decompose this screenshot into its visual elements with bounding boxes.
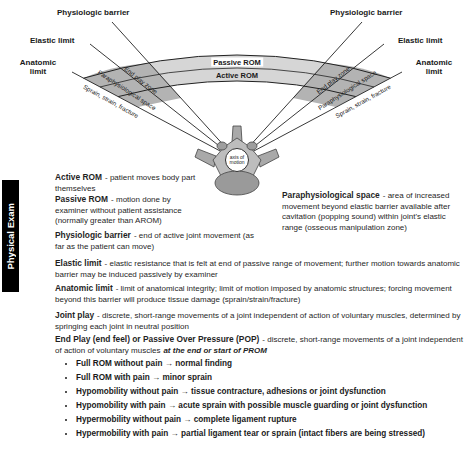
- articular-process: [247, 142, 257, 150]
- finding-list: Full ROM without pain → normal findingFu…: [62, 357, 427, 441]
- term-label: Joint play: [55, 310, 94, 320]
- node-text: axis of motion: [227, 155, 247, 166]
- limit-label: Elastic limit: [30, 36, 74, 45]
- transverse-process: [195, 149, 216, 167]
- finding-item: Hypomobility without pain → tissue contr…: [76, 385, 427, 399]
- definition: Active ROM- patient moves body part them…: [55, 172, 205, 194]
- limit-label: Anatomic limit: [412, 58, 456, 76]
- term-label: Anatomic limit: [55, 283, 113, 293]
- term-label: Paraphysiological space: [282, 190, 380, 200]
- limit-label: Physiologic barrier: [330, 8, 402, 17]
- term-label: Elastic limit: [55, 258, 102, 268]
- finding-item: Hypomobility with pain → acute sprain wi…: [76, 399, 427, 413]
- section-tab: Physical Exam: [2, 180, 19, 292]
- finding-item: Full ROM with pain → minor sprain: [76, 371, 427, 385]
- finding-item: Full ROM without pain → normal finding: [76, 357, 427, 371]
- definition: End Play (end feel) or Passive Over Pres…: [55, 334, 467, 356]
- definition: Passive ROM- motion done by examiner wit…: [55, 194, 205, 227]
- articular-process: [217, 142, 227, 150]
- definition: Anatomic limit- limit of anatomical inte…: [55, 283, 467, 305]
- definition: Joint play- discrete, short-range moveme…: [55, 310, 467, 332]
- definition-text: - discrete, short-range movements of a j…: [55, 311, 460, 331]
- finding-item: Hypermobility without pain → complete li…: [76, 413, 427, 427]
- finding-item: Hypermobility with pain → partial ligame…: [76, 427, 427, 441]
- vertebral-body: [215, 171, 259, 195]
- end-play-wedge: [293, 63, 391, 107]
- limit-label: Physiologic barrier: [57, 8, 129, 17]
- band-label: Active ROM: [216, 70, 258, 79]
- axis-circle: axis of motion: [225, 148, 249, 172]
- emphasis-text: at the end or start of PROM: [163, 346, 267, 355]
- definition-text: - elastic resistance that is felt at end…: [55, 259, 460, 279]
- definition: Paraphysiological space- area of increas…: [282, 190, 462, 233]
- limit-label: Anatomic limit: [16, 58, 60, 76]
- definition: Physiologic barrier- end of active joint…: [55, 230, 260, 252]
- definition: Elastic limit- elastic resistance that i…: [55, 258, 467, 280]
- term-label: Active ROM: [55, 172, 102, 182]
- term-label: Passive ROM: [55, 194, 108, 204]
- term-label: End Play (end feel) or Passive Over Pres…: [55, 334, 259, 344]
- term-label: Physiologic barrier: [55, 230, 131, 240]
- node-text: Physical Exam: [5, 203, 16, 270]
- definition-text: - limit of anatomical integrity; limit o…: [55, 284, 452, 304]
- transverse-process: [258, 149, 279, 167]
- limit-label: Elastic limit: [398, 36, 442, 45]
- band-label: Passive ROM: [211, 57, 263, 66]
